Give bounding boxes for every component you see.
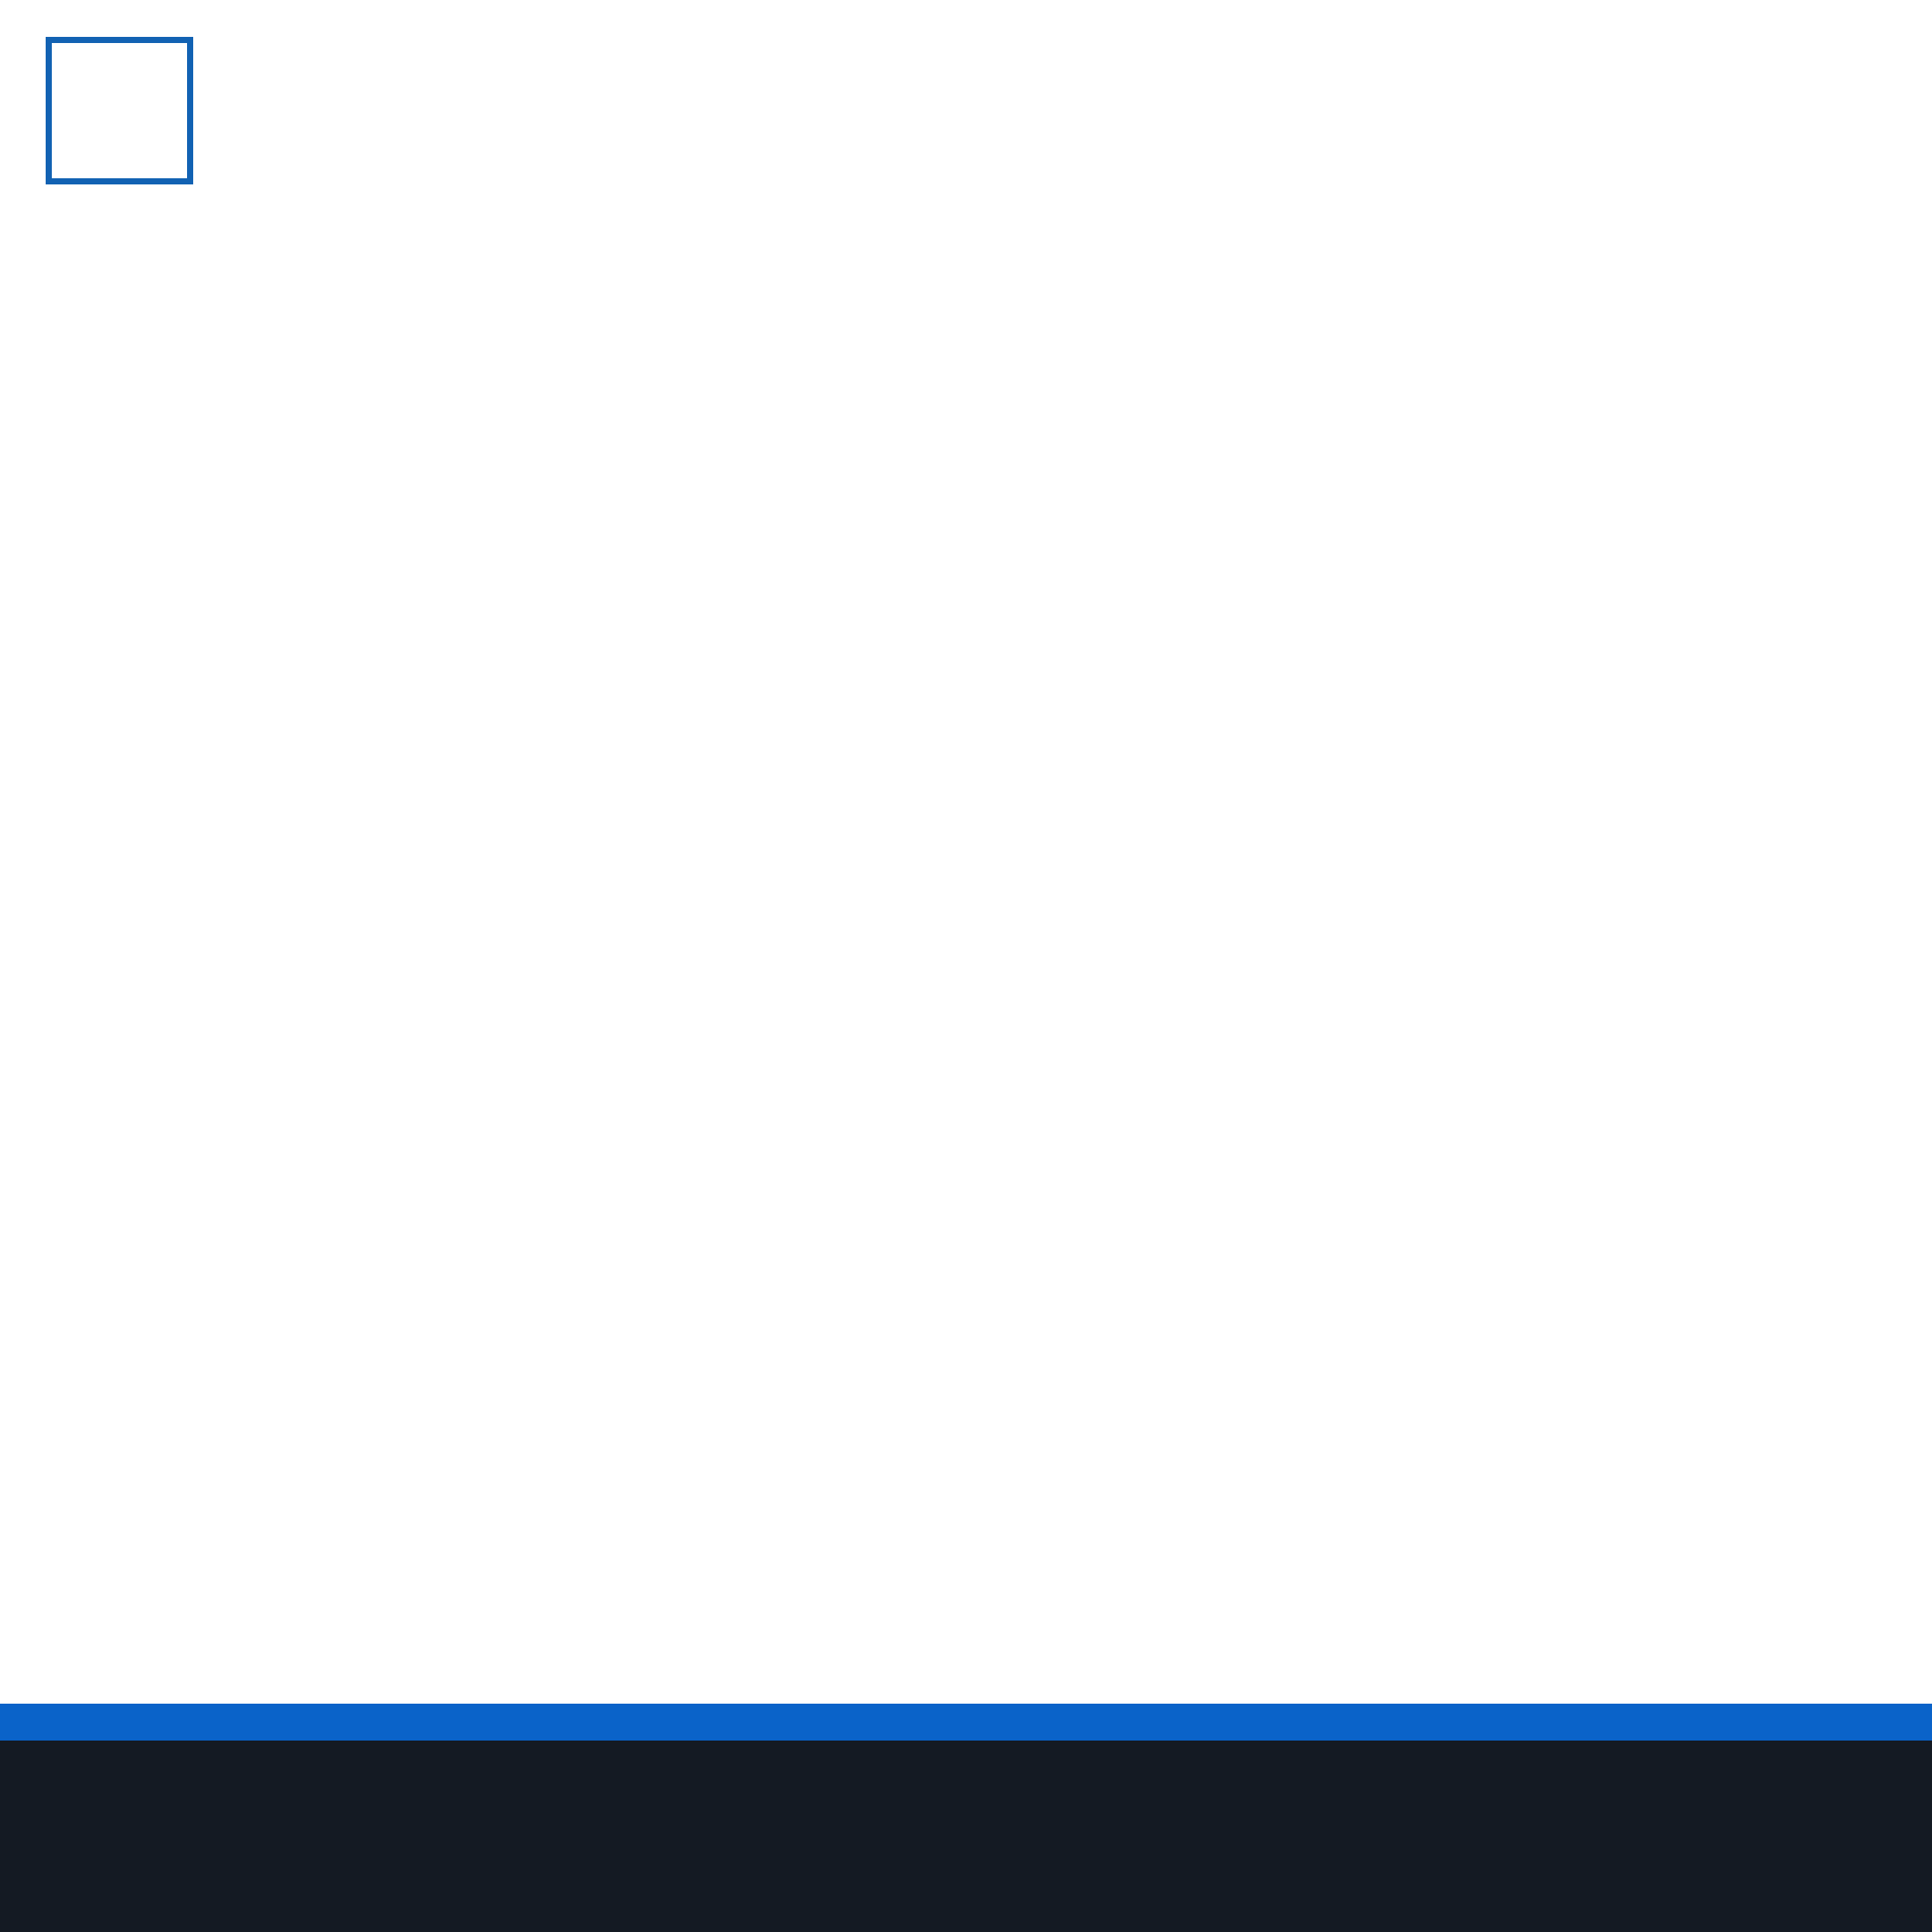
section-body-twin [0, 313, 1932, 720]
footer-accent-rule [0, 1704, 1932, 1741]
page-header [0, 0, 1932, 243]
logo-square-icon [46, 37, 193, 184]
section-body-fullqueen [0, 797, 1932, 1200]
section-body-king [0, 1277, 1932, 1704]
brand-logo [46, 37, 204, 191]
section-band-fullqueen [0, 720, 1932, 797]
footer-panel [0, 1741, 1932, 1932]
section-band-twin [0, 243, 1932, 313]
section-band-king [0, 1200, 1932, 1277]
